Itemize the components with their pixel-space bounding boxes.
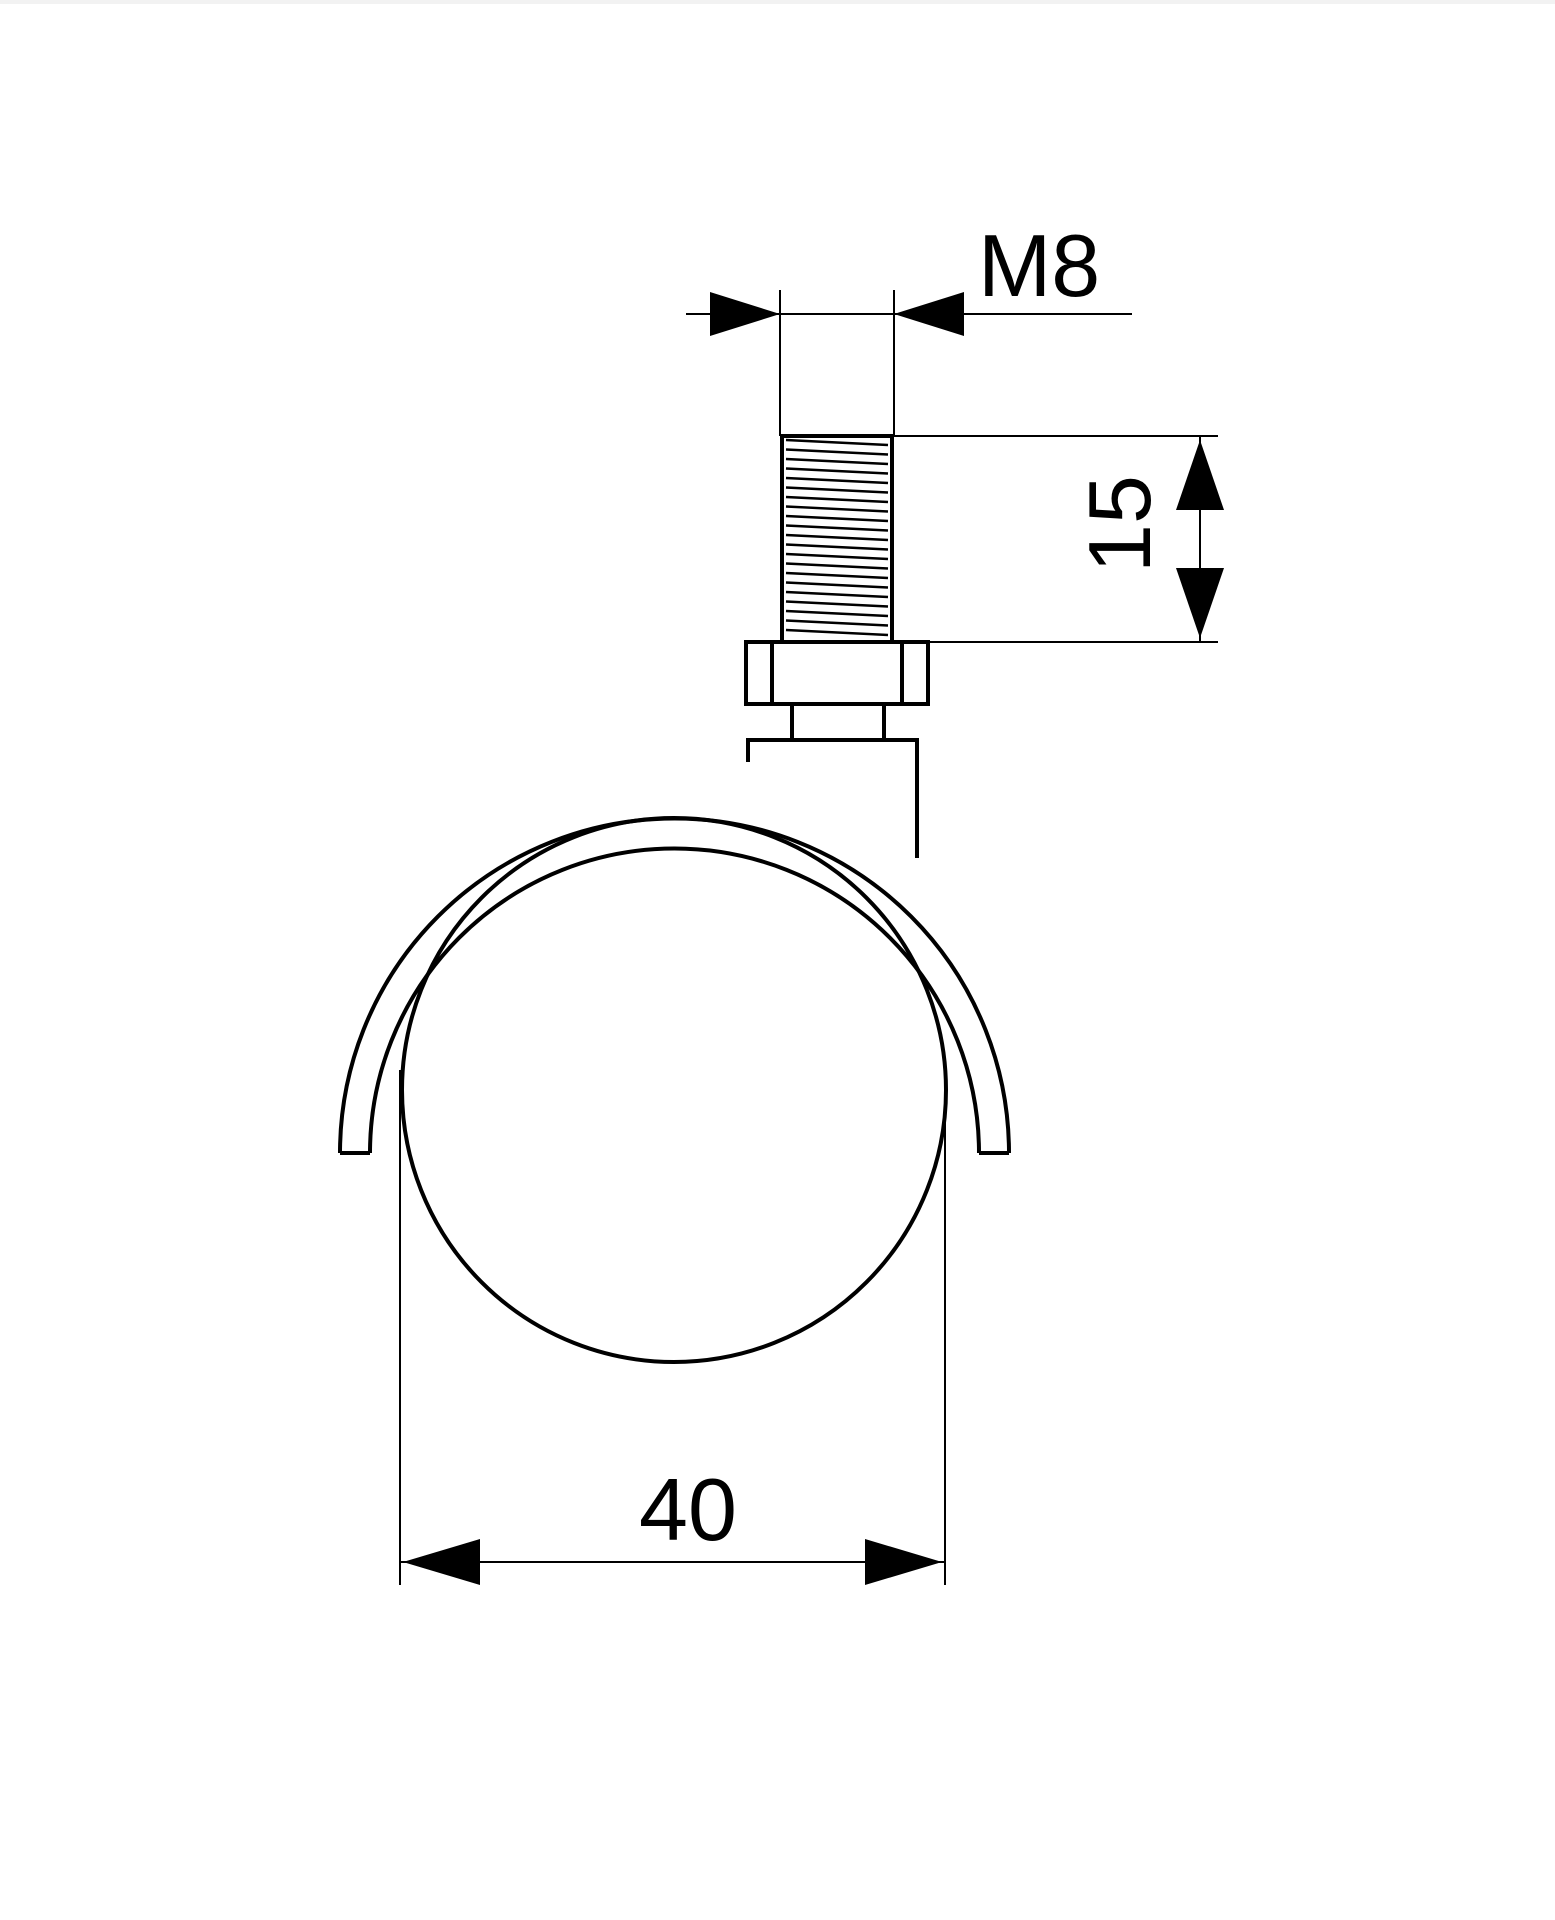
thread-line <box>785 581 889 589</box>
wheel-diameter-arrow-right <box>865 1539 942 1585</box>
thread-line <box>785 628 889 637</box>
neck <box>790 702 886 742</box>
thread-line <box>785 505 889 513</box>
thread-line <box>785 533 889 542</box>
thread-line <box>785 448 889 456</box>
thread-line <box>785 609 889 618</box>
wheel <box>400 816 948 1364</box>
m8-arrow-left <box>710 292 780 336</box>
thread-line <box>785 590 889 599</box>
wheel-diameter-arrow-left <box>403 1539 480 1585</box>
wheel-diameter-label: 40 <box>639 1460 737 1559</box>
thread-line <box>785 476 889 485</box>
thread-line <box>785 514 889 523</box>
m8-arrow-right <box>894 292 964 336</box>
thread-line <box>785 438 889 447</box>
thread-line <box>785 571 889 580</box>
thread-size-label: M8 <box>978 216 1100 315</box>
swivel-housing <box>746 738 919 858</box>
thread-length-arrow-top <box>1176 440 1224 510</box>
thread-line <box>785 457 889 466</box>
thread-line <box>785 552 889 561</box>
thread-line <box>785 495 889 504</box>
top-border <box>0 0 1555 4</box>
wheel-fork <box>338 816 1011 1155</box>
thread-length-dimension: 15 <box>894 435 1224 643</box>
m8-dimension: M8 <box>686 216 1132 436</box>
thread-line <box>785 600 889 608</box>
hex-nut <box>744 640 930 706</box>
thread-line <box>785 562 889 570</box>
thread-line <box>785 524 889 532</box>
thread-line <box>785 619 889 627</box>
thread-line <box>785 486 889 494</box>
thread-length-arrow-bottom <box>1176 568 1224 638</box>
thread-line <box>785 467 889 475</box>
thread-line <box>785 543 889 551</box>
threaded-stem <box>780 434 894 644</box>
wheel-diameter-dimension: 40 <box>399 1070 946 1585</box>
thread-length-label: 15 <box>1070 475 1169 573</box>
